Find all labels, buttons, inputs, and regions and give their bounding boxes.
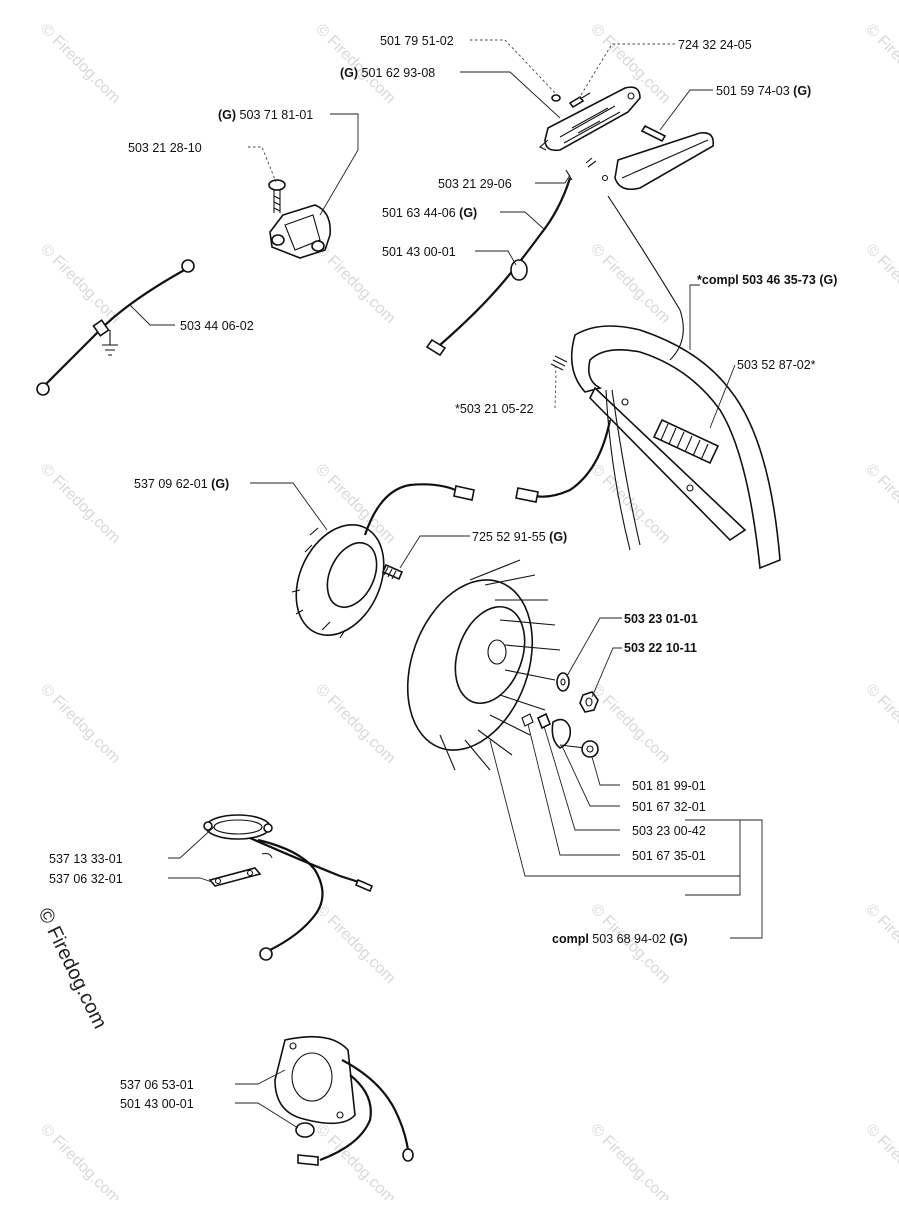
watermark: © Firedog.com [862,901,899,987]
ignition-module-part [269,204,332,259]
pawl-bolt-part [559,740,599,758]
handle-spring-part [652,418,720,465]
throttle-lever-part [614,131,715,191]
part-label-503-21-29-06: 503 21 29-06 [438,177,512,191]
part-label-503-71-81-01: (G) 503 71 81-01 [218,108,313,122]
pin-part [640,124,667,143]
spring-pin-part [585,157,609,182]
stator-screw-part [381,563,404,581]
watermark: © Firedog.com [587,681,673,767]
part-label-537-13-33-01: 537 13 33-01 [49,852,123,866]
part-label-compl-503-46-35-73: *compl 503 46 35-73 (G) [697,273,837,287]
watermark: © Firedog.com [312,681,398,767]
flywheel-part [406,559,561,771]
watermark: © Firedog.com [587,241,673,327]
handlebar-part [570,195,781,570]
part-label-503-23-01-01: 503 23 01-01 [624,612,698,626]
part-labels: 501 79 51-02 724 32 24-05 (G) 501 62 93-… [49,34,837,1111]
part-label-537-06-53-01: 537 06 53-01 [120,1078,194,1092]
watermark: © Firedog.com [312,1121,398,1200]
part-label-501-62-93-08: (G) 501 62 93-08 [340,66,435,80]
watermark: © Firedog.com [37,241,123,327]
part-label-501-43-00-01-bottom: 501 43 00-01 [120,1097,194,1111]
watermark: © Firedog.com [862,1121,899,1200]
watermark: © Firedog.com [37,681,123,767]
part-label-503-21-28-10: 503 21 28-10 [128,141,202,155]
part-label-725-52-91-55: 725 52 91-55 (G) [472,530,567,544]
part-label-501-63-44-06: 501 63 44-06 (G) [382,206,477,220]
copyright-notice: © Firedog.com [34,905,111,1033]
part-label-501-59-74-03: 501 59 74-03 (G) [716,84,811,98]
watermark: © Firedog.com [312,901,398,987]
watermark: © Firedog.com [862,681,899,767]
ignition-coil-part [203,814,374,961]
watermark: © Firedog.com [587,461,673,547]
small-washer-part [551,94,561,102]
watermark: © Firedog.com [37,1121,123,1200]
stop-wire-part [425,169,573,357]
part-label-503-22-10-11: 503 22 10-11 [624,641,697,655]
part-label-501-79-51-02: 501 79 51-02 [380,34,454,48]
part-label-724-32-24-05: 724 32 24-05 [678,38,752,52]
watermark: © Firedog.com [37,21,123,107]
part-label-503-23-00-42: 503 23 00-42 [632,824,706,838]
watermark: © Firedog.com [37,461,123,547]
watermark: © Firedog.com [587,1121,673,1200]
ground-wire-part [36,259,195,396]
watermark: © Firedog.com [862,21,899,107]
part-label-537-06-32-01: 537 06 32-01 [49,872,123,886]
part-label-537-09-62-01: 537 09 62-01 (G) [134,477,229,491]
leader-lines [129,39,763,1129]
ignition-screw-part [268,179,286,213]
coil-bracket-part [208,867,262,887]
part-label-503-52-87-02: 503 52 87-02* [737,358,816,372]
watermark: © Firedog.com [862,461,899,547]
handle-screw-part [550,355,568,371]
part-label-501-43-00-01: 501 43 00-01 [382,245,456,259]
handle-cable-part [515,419,612,503]
pawl-spring-part [521,712,552,730]
screw-part [568,92,591,109]
pawl-part [551,718,572,749]
bottom-grommet-part [295,1122,315,1138]
lever-cover-part [539,86,641,152]
generator-stator-part [291,483,475,639]
gasket-module-part [274,1035,414,1166]
part-label-501-67-35-01: 501 67 35-01 [632,849,706,863]
washer-part [556,672,570,692]
part-label-503-44-06-02: 503 44 06-02 [180,319,254,333]
nut-part [579,691,599,713]
watermark: © Firedog.com [862,241,899,327]
part-label-501-81-99-01: 501 81 99-01 [632,779,706,793]
part-label-compl-503-68-94-02: compl 503 68 94-02 (G) [552,932,688,946]
part-label-501-67-32-01: 501 67 32-01 [632,800,706,814]
part-label-503-21-05-22: *503 21 05-22 [455,402,534,416]
